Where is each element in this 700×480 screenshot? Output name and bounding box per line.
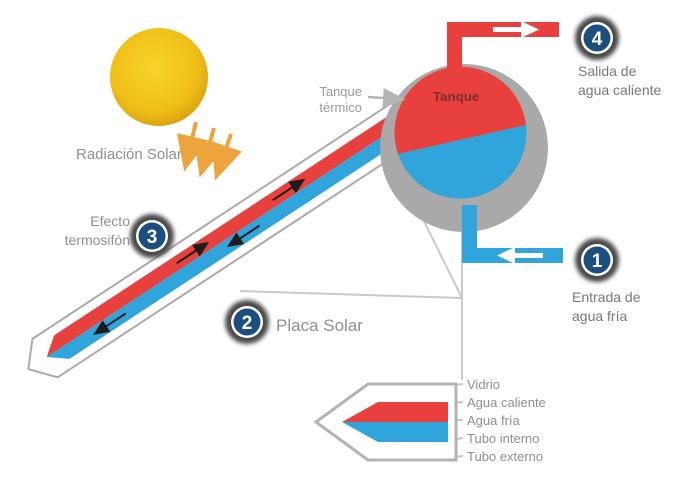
thermosiphon-label-line2: termosifón	[64, 232, 130, 248]
cold-pipe-arrow	[497, 247, 543, 264]
cold-flow-arrow	[93, 312, 127, 335]
badge-2: 2	[225, 300, 269, 344]
badge-core	[583, 246, 611, 274]
outlet-line2: agua caliente	[578, 82, 662, 98]
inlet-line2: agua fría	[572, 308, 628, 324]
cold-flow-arrow	[226, 224, 261, 248]
outlet-line1: Salida de	[578, 63, 637, 79]
sun	[110, 28, 208, 126]
tank-cold-water	[398, 125, 527, 199]
flow-arrows	[93, 178, 306, 335]
legend-item-inner-tube: Tubo interno	[467, 431, 540, 446]
badge-3: 3	[130, 214, 174, 258]
badge-core	[233, 308, 261, 336]
tank-name-label: Tanque	[433, 89, 480, 104]
legend-item-outer-tube: Tubo externo	[467, 449, 544, 464]
badge-core	[583, 24, 611, 52]
badge-4: 4	[575, 16, 619, 60]
badge-core	[138, 222, 166, 250]
hot-flow-arrow	[176, 241, 210, 265]
tank-pointer-line2: térmico	[319, 100, 362, 115]
sun-ray	[211, 133, 242, 181]
badge-number: 1	[592, 251, 603, 272]
tube-cross-section	[313, 382, 458, 462]
legend-item-cold-water: Agua fría	[467, 413, 520, 428]
tank-label-arrow	[367, 88, 406, 108]
thermosiphon-label: Efecto termosifón	[16, 212, 130, 250]
sun-ray	[176, 121, 209, 172]
collector-hot-water-stripe	[46, 99, 422, 358]
pipes	[447, 21, 563, 264]
hot-pipe-arrow	[493, 21, 539, 38]
badge-number: 3	[147, 227, 158, 248]
cross-section-hot-layer	[342, 402, 448, 422]
hot-flow-arrow	[272, 178, 306, 202]
thermosiphon-label-line1: Efecto	[90, 213, 130, 229]
hot-water-outlet-label: Salida de agua caliente	[578, 62, 661, 100]
cross-section-cold-layer	[342, 422, 448, 442]
badge-1: 1	[575, 238, 619, 282]
inlet-line1: Entrada de	[572, 289, 641, 305]
badge-number: 2	[242, 313, 253, 334]
legend-item-hot-water: Agua caliente	[467, 395, 546, 410]
sun-rays	[176, 121, 242, 181]
badge-number: 4	[592, 29, 603, 50]
legend-item-glass: Vidrio	[467, 377, 501, 392]
tank-pointer-line1: Tanque	[319, 84, 362, 99]
cold-water-inlet-label: Entrada de agua fría	[572, 288, 641, 326]
solar-radiation-label: Radiación Solar	[76, 146, 182, 163]
tank-hot-water	[394, 66, 526, 154]
collector-label: Placa Solar	[276, 316, 363, 335]
collector-tube	[27, 90, 436, 379]
sun-ray	[194, 127, 226, 178]
tank-pointer-label: Tanque térmico	[292, 84, 362, 116]
